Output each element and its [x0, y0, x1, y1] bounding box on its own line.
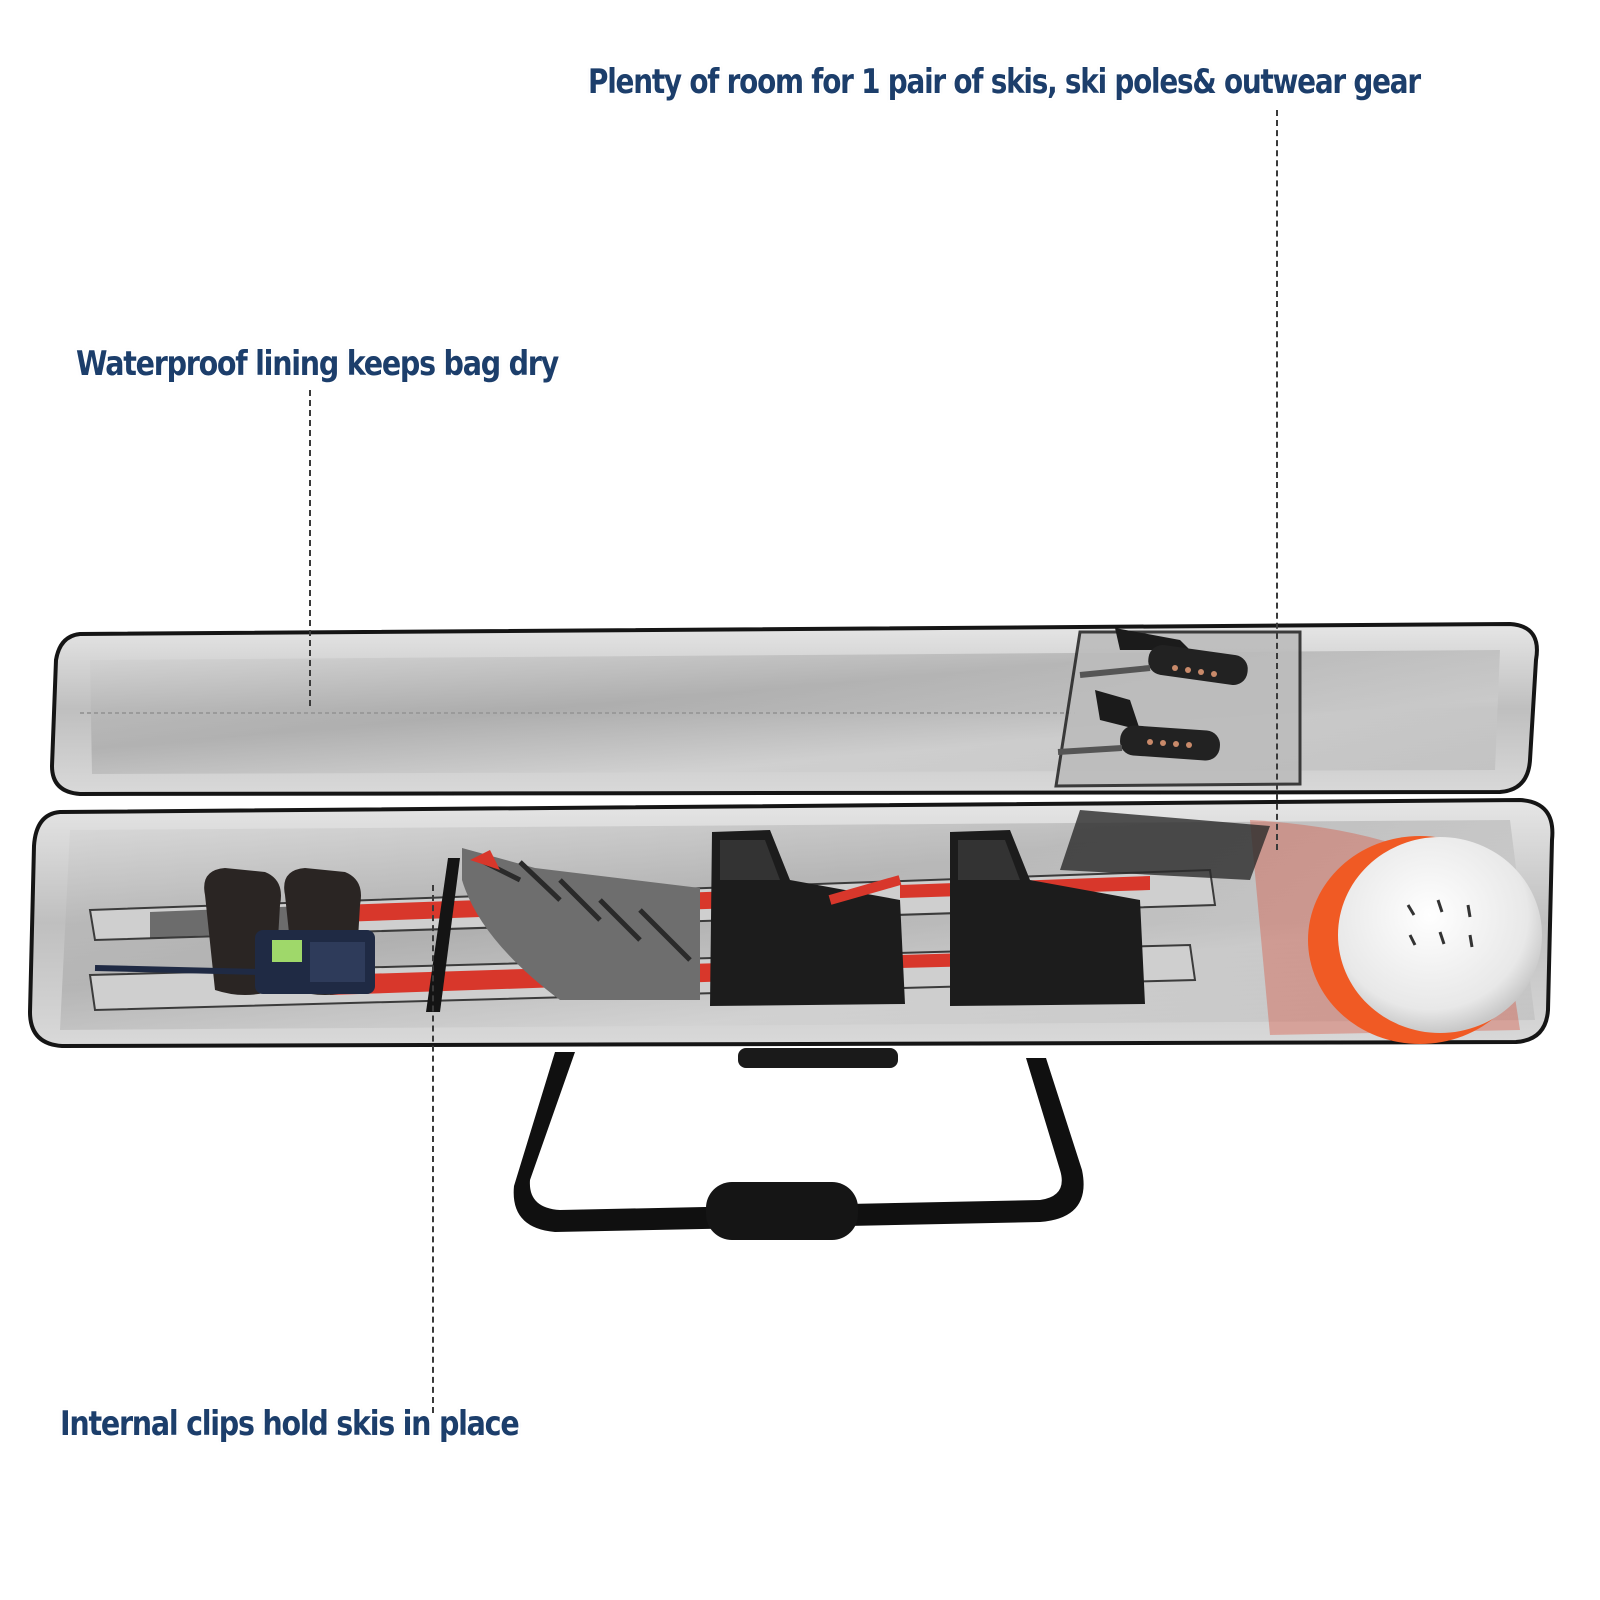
ski-boots: [710, 830, 1145, 1006]
helmet: [1308, 836, 1542, 1044]
leader-line-left: [309, 390, 311, 706]
shoulder-pad: [706, 1182, 858, 1240]
leader-line-top: [1276, 110, 1278, 850]
walkie-talkie: [94, 930, 375, 994]
bag-lid: [49, 621, 1539, 797]
callout-waterproof: Waterproof lining keeps bag dry: [76, 344, 559, 384]
leader-line-bottom: [432, 885, 434, 1413]
shoulder-strap: [513, 1048, 1084, 1240]
mesh-pocket: [1060, 810, 1270, 880]
ski-poles: [1057, 628, 1248, 761]
callout-internal-clips: Internal clips hold skis in place: [60, 1404, 520, 1444]
internal-strap: [426, 858, 460, 1012]
callout-capacity: Plenty of room for 1 pair of skis, ski p…: [588, 62, 1421, 102]
socks: [462, 848, 700, 1000]
